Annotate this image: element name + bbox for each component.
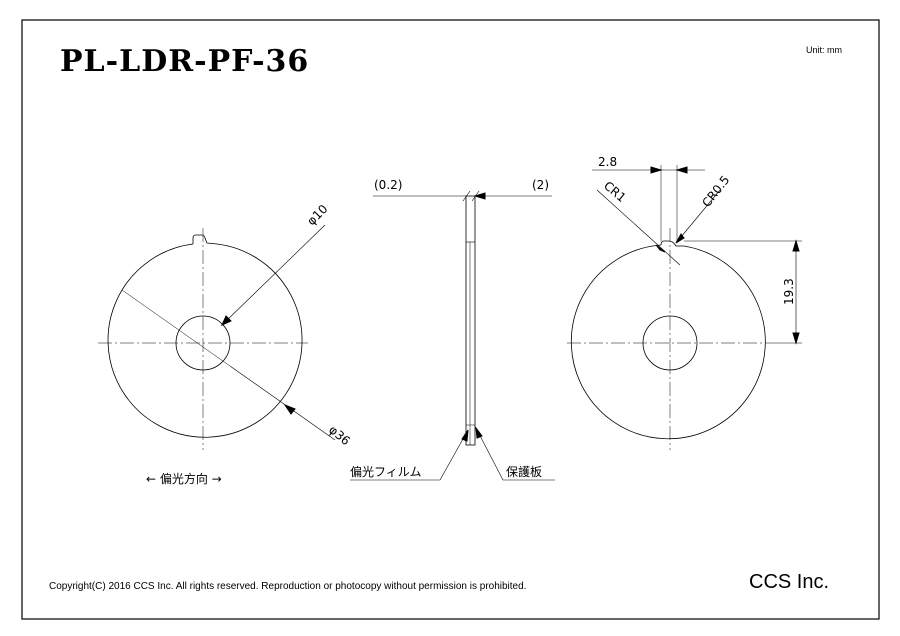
front-phi10-label: φ10 [304,202,330,228]
front-outer-outline [107,243,303,438]
rear-cr05-arrowhead [675,233,685,244]
protective-plate-label: 保護板 [506,464,542,479]
rear-tab-width-label: 2.8 [598,155,617,169]
front-phi36-arrowhead [283,403,296,415]
drawing-border [21,19,880,620]
rear-dim-arrowhead [792,332,800,345]
rear-view [567,165,802,450]
drawing-title: PL-LDR-PF-36 [60,44,310,79]
side-plate-leader [475,427,555,481]
rear-dim-arrowhead [675,166,688,174]
rear-cr1-leader [596,189,681,266]
company-name: CCS Inc. [749,571,830,593]
rear-cr1-label: CR1 [601,179,629,205]
side-plate-thickness-label: (2) [532,178,549,192]
side-film-thickness-label: (0.2) [374,178,402,192]
side-plate [465,195,476,446]
rear-cr1-arrowhead [655,244,666,253]
rear-cr05-label: CR0.5 [699,173,732,210]
rear-dim-arrowhead [792,239,800,252]
side-plate-arrowhead [475,426,483,439]
side-view [350,190,555,481]
front-phi36-leader [229,365,336,441]
front-phi36-label: φ36 [326,423,353,449]
rear-outer-outline [570,244,766,440]
rear-tab [660,240,684,247]
front-tab [192,234,213,244]
polarization-direction-label: ← 偏光方向 → [146,471,222,486]
front-diagonal-line [121,289,231,367]
front-phi10-arrowhead [221,315,232,326]
copyright-notice: Copyright(C) 2016 CCS Inc. All rights re… [49,581,527,592]
unit-label: Unit: mm [806,45,842,55]
front-phi10-leader [221,224,326,326]
front-view [98,224,336,450]
polarizing-film-label: 偏光フィルム [350,464,422,479]
rear-dim-arrowhead [650,166,663,174]
side-dim-tick [462,190,471,202]
side-film-leader [350,429,469,481]
rear-tab-height-label: 19.3 [782,278,796,305]
side-dim-arrowhead [473,192,486,200]
rear-cr05-leader [675,189,721,244]
side-film-arrowhead [461,429,469,442]
